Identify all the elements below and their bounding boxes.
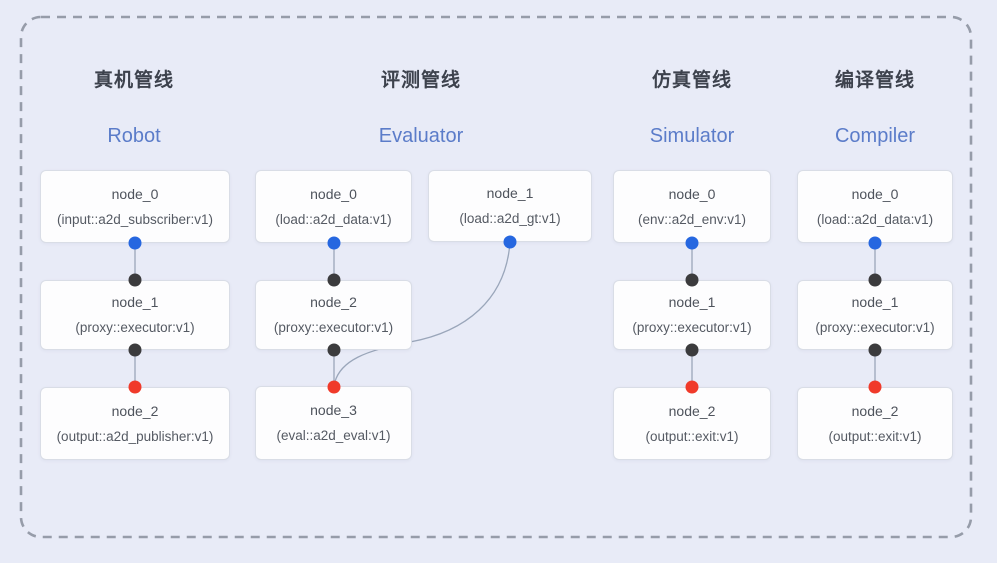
node-plugin: (env::a2d_env:v1) [637, 211, 747, 227]
port-dot-dark [868, 343, 882, 357]
node-name: node_1 [111, 294, 159, 310]
node-name: node_0 [111, 185, 159, 202]
pipeline-title-simulator: 仿真管线 [651, 70, 733, 91]
node-box-evaluator-node_0: node_0(load::a2d_data:v1) [255, 170, 412, 243]
node-box-simulator-node_1: node_1(proxy::executor:v1) [613, 280, 771, 350]
port-dot-red [868, 380, 882, 394]
node-box-simulator-node_2: node_2(output::exit:v1) [613, 387, 771, 460]
port-dot-blue [503, 235, 517, 249]
port-dot-dark [868, 273, 882, 287]
port-dot-dark [685, 343, 699, 357]
node-box-compiler-node_2: node_2(output::exit:v1) [797, 387, 953, 460]
node-plugin: (proxy::executor:v1) [75, 320, 195, 335]
node-name: node_1 [851, 294, 899, 310]
node-plugin: (proxy::executor:v1) [632, 320, 752, 335]
node-plugin: (output::exit:v1) [828, 428, 922, 444]
pipeline-title-evaluator: 评测管线 [380, 70, 462, 91]
dashed-border [19, 15, 973, 539]
pipeline-subtitle-robot: Robot [107, 125, 161, 147]
node-plugin: (input::a2d_subscriber:v1) [56, 211, 214, 227]
node-box-compiler-node_1: node_1(proxy::executor:v1) [797, 280, 953, 350]
node-plugin: (load::a2d_data:v1) [275, 211, 392, 227]
port-dot-dark [327, 343, 341, 357]
pipeline-subtitle-evaluator: Evaluator [378, 125, 464, 147]
node-plugin: (eval::a2d_eval:v1) [276, 428, 391, 443]
node-plugin: (proxy::executor:v1) [273, 320, 394, 335]
port-dot-blue [868, 236, 882, 250]
node-box-compiler-node_0: node_0(load::a2d_data:v1) [797, 170, 953, 243]
pipeline-title-compiler: 编译管线 [834, 70, 916, 91]
node-box-robot-node_1: node_1(proxy::executor:v1) [40, 280, 230, 350]
pipeline-title-robot: 真机管线 [93, 70, 175, 91]
node-plugin: (output::a2d_publisher:v1) [56, 428, 214, 444]
node-box-robot-node_0: node_0(input::a2d_subscriber:v1) [40, 170, 230, 243]
node-name: node_2 [668, 402, 716, 419]
port-dot-blue [327, 236, 341, 250]
node-name: node_2 [111, 402, 159, 419]
node-name: node_0 [668, 185, 716, 202]
node-plugin: (load::a2d_gt:v1) [459, 211, 561, 226]
port-dot-dark [128, 343, 142, 357]
port-dot-red [327, 380, 341, 394]
node-name: node_2 [851, 402, 899, 419]
node-box-evaluator-node_3: node_3(eval::a2d_eval:v1) [255, 386, 412, 460]
node-box-evaluator-node_1: node_1(load::a2d_gt:v1) [428, 170, 592, 242]
node-name: node_0 [851, 185, 899, 202]
port-dot-dark [128, 273, 142, 287]
node-plugin: (output::exit:v1) [645, 428, 739, 444]
pipeline-subtitle-compiler: Compiler [834, 125, 916, 147]
node-box-robot-node_2: node_2(output::a2d_publisher:v1) [40, 387, 230, 460]
port-dot-blue [685, 236, 699, 250]
node-plugin: (load::a2d_data:v1) [816, 211, 934, 227]
pipeline-subtitle-simulator: Simulator [649, 125, 735, 147]
node-name: node_0 [310, 185, 357, 202]
port-dot-red [685, 380, 699, 394]
port-dot-dark [685, 273, 699, 287]
node-name: node_2 [310, 294, 357, 310]
port-dot-red [128, 380, 142, 394]
port-dot-blue [128, 236, 142, 250]
port-dot-dark [327, 273, 341, 287]
node-box-simulator-node_0: node_0(env::a2d_env:v1) [613, 170, 771, 243]
node-name: node_1 [486, 185, 534, 201]
node-box-evaluator-node_2: node_2(proxy::executor:v1) [255, 280, 412, 350]
node-plugin: (proxy::executor:v1) [815, 320, 935, 335]
node-name: node_3 [310, 402, 357, 418]
node-name: node_1 [668, 294, 716, 310]
